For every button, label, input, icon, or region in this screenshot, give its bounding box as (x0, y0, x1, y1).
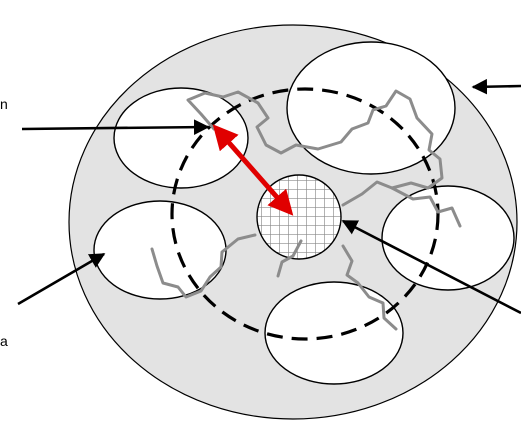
sub-region-bottom (265, 282, 403, 384)
label-left-upper: n (0, 97, 8, 111)
sub-region-top-right (287, 42, 455, 174)
label-left-lower: a (0, 334, 8, 348)
pointer-arrow-top-right (473, 86, 521, 87)
